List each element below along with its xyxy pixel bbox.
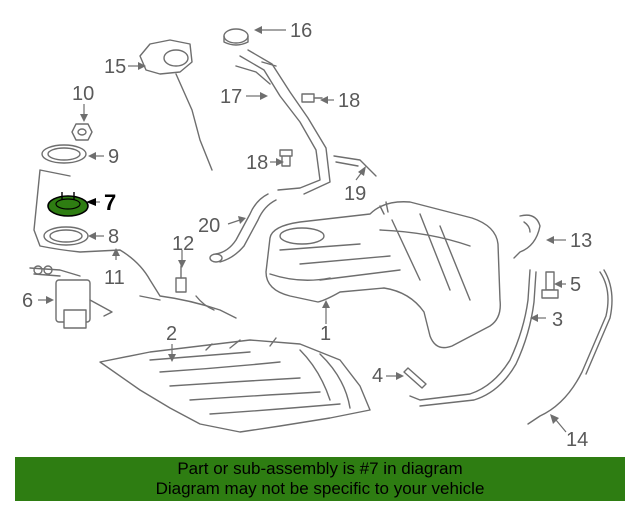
fuel-cap — [223, 28, 249, 46]
callout-4: 4 — [372, 365, 383, 387]
callout-17: 17 — [220, 86, 242, 108]
callout-19: 19 — [344, 183, 366, 205]
strap-bolt — [403, 367, 427, 389]
filler-pipe — [239, 49, 331, 195]
callout-1: 1 — [320, 323, 331, 345]
callout-10: 10 — [72, 83, 94, 105]
tank-strap — [409, 269, 537, 407]
callout-14: 14 — [566, 429, 588, 451]
callout-13: 13 — [570, 230, 592, 252]
vent-hose — [513, 214, 541, 259]
lock-ring-highlighted — [47, 192, 89, 217]
callout-18-lower: 18 — [246, 152, 268, 174]
leader-lines — [38, 26, 567, 433]
nut-10 — [71, 123, 93, 141]
callout-15: 15 — [104, 56, 126, 78]
callout-9: 9 — [108, 146, 119, 168]
callout-11: 11 — [104, 267, 125, 289]
callout-20: 20 — [198, 215, 220, 237]
callout-7-highlighted: 7 — [104, 190, 116, 215]
bolt-18-lower — [279, 149, 293, 167]
callout-16: 16 — [290, 20, 312, 42]
callout-5: 5 — [570, 274, 581, 296]
callout-12: 12 — [172, 233, 194, 255]
callout-6: 6 — [22, 290, 33, 312]
fuel-tank — [265, 201, 501, 349]
wiring-harness-branch — [139, 295, 215, 311]
fuel-line — [527, 269, 613, 425]
banner-line-1: Part or sub-assembly is #7 in diagram — [177, 459, 463, 478]
callout-3: 3 — [552, 309, 563, 331]
filler-pipe-bracket — [235, 61, 277, 85]
callout-18-upper: 18 — [338, 90, 360, 112]
seal-8 — [43, 226, 89, 246]
callout-2: 2 — [166, 323, 177, 345]
fill-hose-end — [209, 253, 223, 263]
heat-shield — [99, 337, 371, 433]
bracket-19 — [333, 155, 377, 177]
seal-9 — [41, 144, 87, 164]
info-banner: Part or sub-assembly is #7 in diagram Di… — [15, 457, 625, 501]
connector-12 — [175, 265, 187, 293]
bolt-5 — [541, 271, 559, 299]
filler-housing — [139, 39, 213, 171]
banner-line-2: Diagram may not be specific to your vehi… — [155, 479, 485, 498]
fill-hose — [215, 193, 277, 263]
bolt-18-upper — [301, 93, 323, 103]
fuel-pump-module — [29, 265, 113, 329]
callout-8: 8 — [108, 226, 119, 248]
fuel-system-diagram: 1 2 3 4 5 6 7 8 9 10 11 12 13 14 15 16 1… — [22, 20, 613, 451]
wiring-harness — [33, 169, 237, 319]
